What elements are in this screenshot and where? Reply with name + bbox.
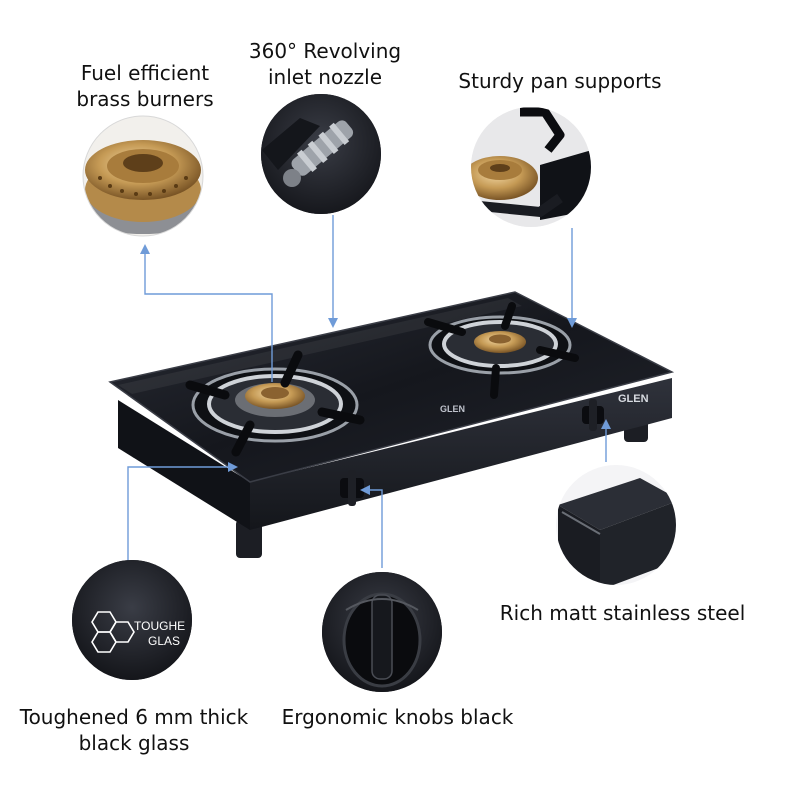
feature-label-glass-line1: Toughened 6 mm thick [19, 705, 249, 729]
feature-label-pan-supports: Sturdy pan supports [450, 68, 670, 94]
inset-toughened-glass: TOUGHE GLAS [72, 560, 192, 680]
feature-label-glass-line2: black glass [78, 731, 190, 755]
glass-hexagon-logo [91, 611, 135, 653]
feature-label-steel: Rich matt stainless steel [495, 600, 750, 626]
inset-brass-burner [82, 115, 204, 237]
inset-pan-supports [471, 107, 591, 227]
feature-label-steel-line1: Rich matt stainless steel [499, 601, 746, 625]
leader-glass [127, 466, 232, 565]
feature-label-nozzle-line2: inlet nozzle [267, 65, 383, 89]
feature-label-burners: Fuel efficient brass burners [70, 60, 220, 112]
body-left-side [118, 400, 250, 530]
feature-label-nozzle-line1: 360° Revolving [248, 39, 402, 63]
feature-label-nozzle: 360° Revolving inlet nozzle [240, 38, 410, 90]
feature-label-glass: Toughened 6 mm thick black glass [14, 704, 254, 756]
burner-front [185, 350, 365, 457]
cooktop: GLEN GLEN [108, 291, 675, 558]
glass-logo-text-2: GLAS [148, 634, 180, 648]
leader-knobs [366, 489, 383, 568]
feature-label-knobs-line1: Ergonomic knobs black [281, 705, 514, 729]
inset-matt-steel [556, 465, 676, 585]
leader-lines [127, 215, 607, 568]
feature-label-pan-supports-line1: Sturdy pan supports [458, 69, 662, 93]
leg-front-left [236, 520, 262, 558]
feature-label-knobs: Ergonomic knobs black [280, 704, 515, 730]
leader-burners [144, 250, 273, 382]
leader-arrowheads [140, 244, 611, 495]
knob-right [582, 399, 604, 431]
glass-logo-text-1: TOUGHE [134, 619, 185, 633]
brand-text-front: GLEN [618, 393, 649, 405]
burner-back [424, 302, 579, 399]
knob-left [340, 470, 364, 506]
feature-label-burners-line1: Fuel efficient [80, 61, 210, 85]
brand-text-top: GLEN [440, 404, 465, 414]
inset-knob [322, 572, 442, 692]
feature-label-burners-line2: brass burners [76, 87, 214, 111]
inset-inlet-nozzle [261, 94, 381, 214]
